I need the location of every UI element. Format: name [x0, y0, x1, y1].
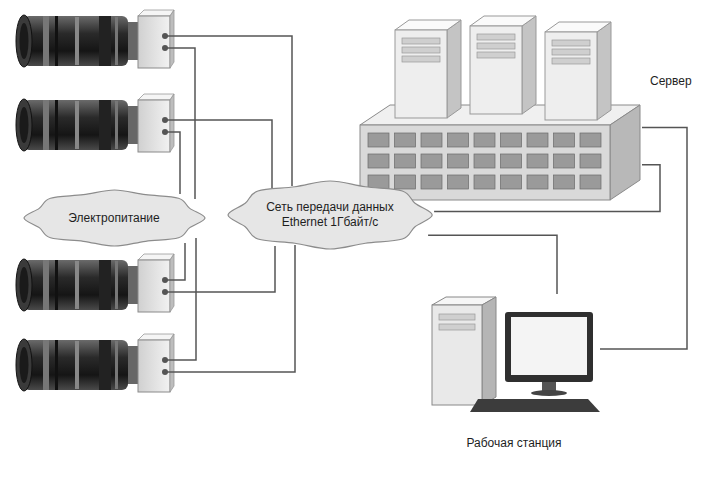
data-wire [165, 120, 272, 188]
network-cloud: Сеть передачи данных Ethernet 1Гбайт/с [226, 179, 434, 251]
vent-slot [554, 154, 575, 168]
vent-slot [474, 154, 495, 168]
power-wire [165, 243, 185, 280]
monitor-base [531, 390, 567, 396]
data-wire [165, 246, 275, 292]
vent-slot [554, 175, 575, 189]
node-label: Сервер [650, 74, 692, 89]
vent-slot [501, 133, 522, 147]
camera [16, 334, 174, 392]
vent-slot [368, 154, 389, 168]
drive-bay [439, 314, 475, 320]
power-wire [165, 48, 195, 199]
power-cloud: Электропитание [22, 188, 207, 248]
vent-slot [448, 133, 469, 147]
node-label: Сеть передачи данных Ethernet 1Гбайт/с [260, 200, 400, 230]
camera [16, 94, 174, 152]
workstation-node: Рабочая станция [428, 294, 600, 416]
cloud-outline [228, 181, 432, 249]
camera [16, 254, 174, 312]
network-cable [600, 128, 687, 349]
drive-bay [439, 324, 475, 330]
vent-slot [448, 154, 469, 168]
pc-side [482, 297, 496, 405]
node-label: Рабочая станция [466, 436, 561, 451]
keyboard [470, 399, 600, 412]
server-node: Сервер [358, 16, 642, 202]
data-wire [165, 245, 295, 372]
power-wire [165, 132, 180, 194]
workstation-illustration [432, 297, 600, 412]
vent-slot [501, 154, 522, 168]
vent-slot [395, 133, 416, 147]
rack-front [360, 125, 610, 200]
network-cable [428, 235, 557, 294]
cloud-outline [24, 190, 205, 246]
vent-slot [554, 133, 575, 147]
rack-vents [368, 133, 601, 189]
network-cable [434, 165, 660, 212]
vent-slot [527, 133, 548, 147]
node-label: Электропитание [68, 211, 159, 226]
rack-side [610, 105, 640, 200]
monitor-frame [505, 312, 593, 382]
monitor-stand [542, 382, 556, 391]
vent-slot [474, 133, 495, 147]
server-illustration [360, 16, 640, 200]
vent-slot [580, 154, 601, 168]
vent-slot [580, 175, 601, 189]
vent-slot [395, 175, 416, 189]
vent-slot [527, 175, 548, 189]
tower [470, 16, 536, 114]
pc-front [432, 305, 482, 405]
vent-slot [527, 154, 548, 168]
vent-slot [395, 154, 416, 168]
tower [395, 20, 461, 118]
vent-slot [448, 175, 469, 189]
vent-slot [474, 175, 495, 189]
vent-slot [501, 175, 522, 189]
tower [545, 22, 611, 120]
vent-slot [421, 175, 442, 189]
data-wire [165, 36, 292, 186]
vent-slot [580, 133, 601, 147]
camera [16, 10, 174, 68]
power-wire [165, 238, 196, 360]
vent-slot [368, 133, 389, 147]
vent-slot [421, 154, 442, 168]
vent-slot [421, 133, 442, 147]
monitor-screen [511, 317, 587, 375]
